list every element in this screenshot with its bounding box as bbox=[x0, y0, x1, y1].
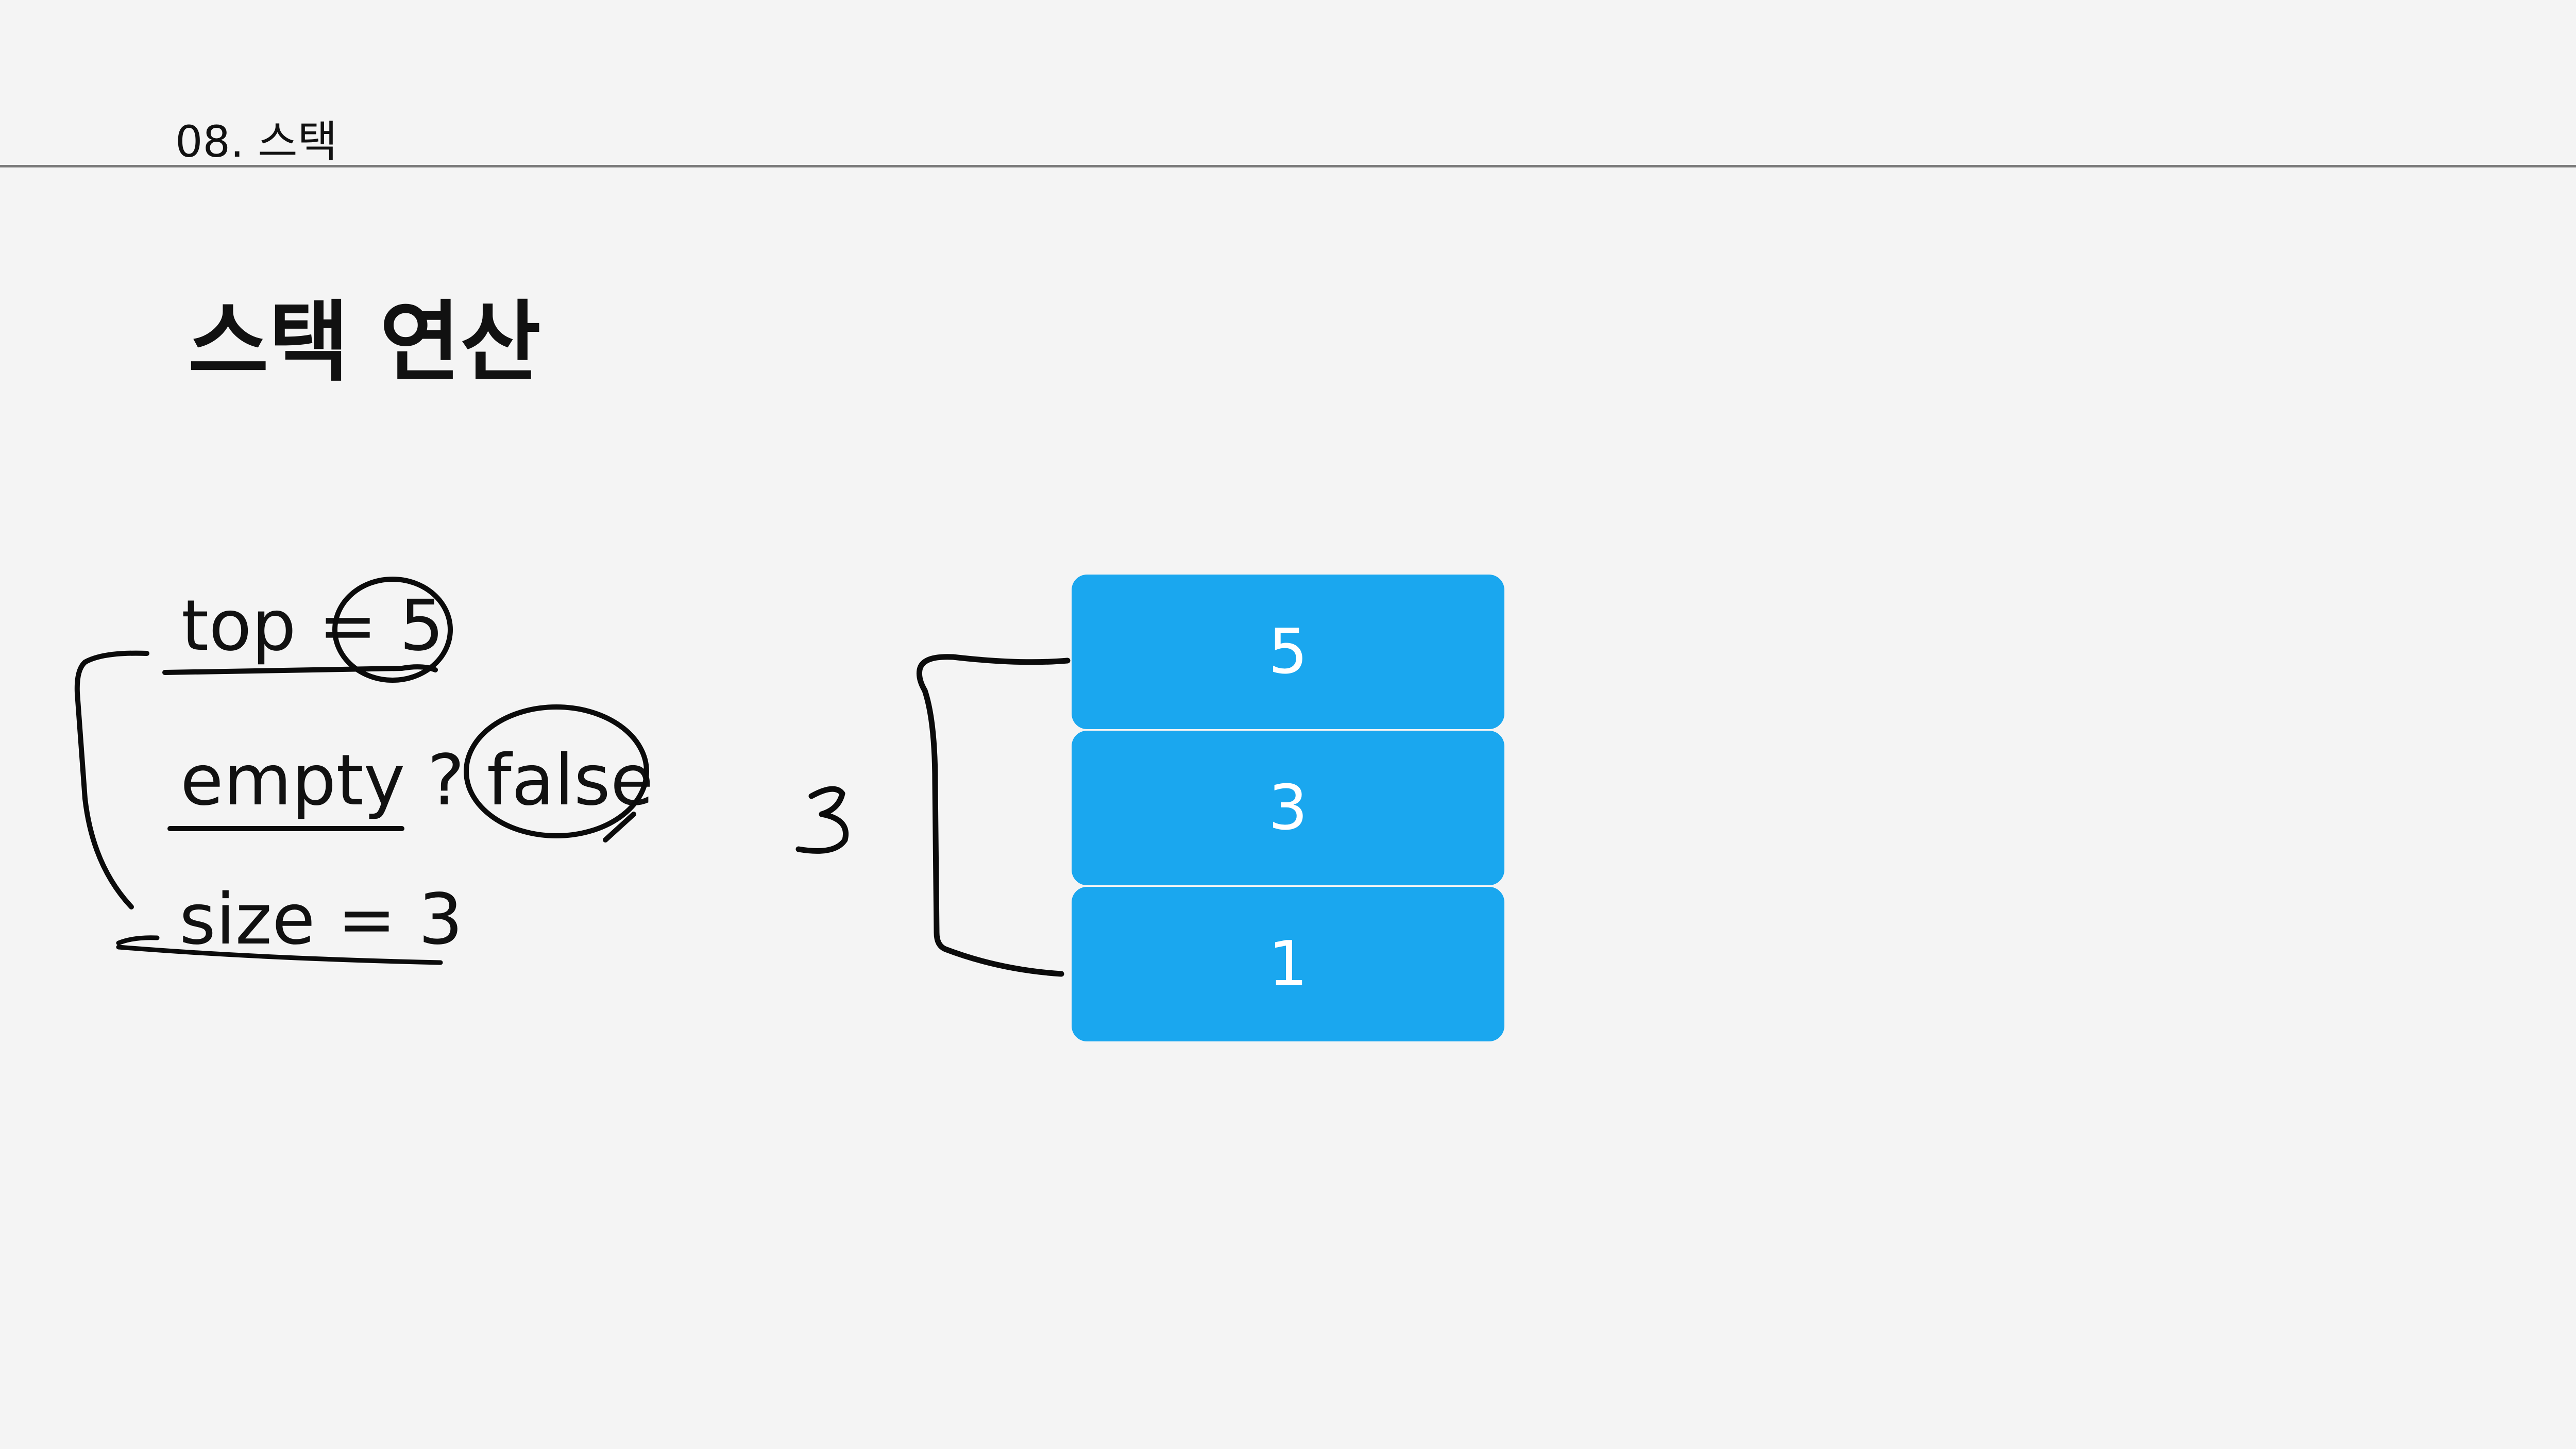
stat-empty-label: empty ? bbox=[180, 740, 465, 821]
stat-empty-value: false bbox=[486, 740, 654, 821]
slide-title: 스택 연산 bbox=[188, 292, 541, 394]
section-label: 08. 스택 bbox=[175, 116, 337, 167]
stack-item-middle: 3 bbox=[1072, 731, 1504, 885]
stat-size: size = 3 bbox=[179, 879, 463, 961]
left-bracket bbox=[74, 650, 149, 909]
underline-top bbox=[162, 664, 438, 675]
stat-empty: empty ? false bbox=[180, 742, 653, 819]
stack-item-top: 5 bbox=[1072, 575, 1504, 729]
stack-item-bottom: 1 bbox=[1072, 887, 1504, 1041]
header-divider bbox=[0, 165, 2576, 167]
handwritten-three bbox=[795, 786, 849, 854]
right-bracket bbox=[917, 654, 1071, 977]
stat-top: top = 5 bbox=[181, 585, 444, 667]
